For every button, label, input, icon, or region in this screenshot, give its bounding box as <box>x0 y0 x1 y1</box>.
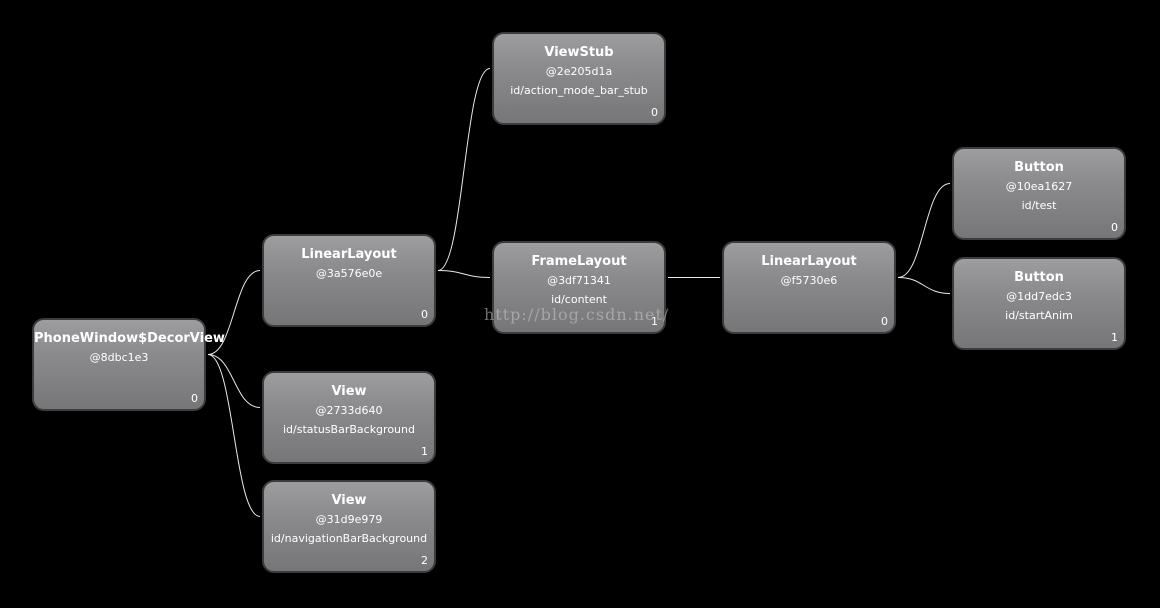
node-hash: @3a576e0e <box>315 267 383 280</box>
node-child-index: 0 <box>1111 221 1118 234</box>
edge-decor-to-statusbar <box>207 354 261 408</box>
node-title: View <box>331 493 367 508</box>
node-child-index: 0 <box>881 315 888 328</box>
node-child-index: 2 <box>421 554 428 567</box>
node-title: Button <box>1014 270 1064 285</box>
node-phonewindow-decorview[interactable]: PhoneWindow$DecorView @8dbc1e3 0 <box>32 318 225 411</box>
node-hash: @f5730e6 <box>780 274 838 287</box>
node-resource-id: id/content <box>551 293 607 306</box>
node-title: PhoneWindow$DecorView <box>34 331 225 346</box>
node-child-index: 1 <box>651 315 658 328</box>
node-resource-id: id/navigationBarBackground <box>270 532 428 545</box>
node-hash: @31d9e979 <box>315 513 383 526</box>
node-view-navigationbar[interactable]: View @31d9e979 id/navigationBarBackground 2 <box>262 480 436 573</box>
node-title: Button <box>1014 160 1064 175</box>
node-child-index: 0 <box>651 106 658 119</box>
node-child-index: 1 <box>421 445 428 458</box>
node-button-test[interactable]: Button @10ea1627 id/test 0 <box>952 147 1126 240</box>
node-framelayout-content[interactable]: FrameLayout @3df71341 id/content 1 <box>492 241 666 334</box>
watermark: http://blog.csdn.net/ <box>484 305 670 324</box>
edge-decor-to-navbar <box>207 354 261 517</box>
node-resource-id: id/statusBarBackground <box>283 423 415 436</box>
node-viewstub[interactable]: ViewStub @2e205d1a id/action_mode_bar_stub… <box>492 32 666 125</box>
node-child-index: 0 <box>421 308 428 321</box>
edge-ll1-to-viewstub <box>437 68 491 271</box>
edge-ll1-to-frame <box>437 270 491 278</box>
node-title: View <box>331 384 367 399</box>
node-child-index: 1 <box>1111 331 1118 344</box>
node-linearlayout-root[interactable]: LinearLayout @3a576e0e 0 <box>262 234 436 327</box>
edge-decor-to-ll1 <box>207 270 261 355</box>
node-title: ViewStub <box>544 45 614 60</box>
node-title: LinearLayout <box>761 254 857 269</box>
node-hash: @2e205d1a <box>545 65 613 78</box>
node-resource-id: id/startAnim <box>1005 309 1073 322</box>
node-linearlayout-inner[interactable]: LinearLayout @f5730e6 0 <box>722 241 896 334</box>
edge-ll2-to-btn1 <box>897 183 951 278</box>
node-hash: @8dbc1e3 <box>89 351 149 364</box>
node-title: LinearLayout <box>301 247 397 262</box>
node-button-startanim[interactable]: Button @1dd7edc3 id/startAnim 1 <box>952 257 1126 350</box>
edge-ll2-to-btn2 <box>897 277 951 294</box>
node-hash: @10ea1627 <box>1005 180 1073 193</box>
node-child-index: 0 <box>191 392 198 405</box>
node-resource-id: id/test <box>1021 199 1057 212</box>
node-hash: @2733d640 <box>315 404 383 417</box>
node-resource-id: id/action_mode_bar_stub <box>510 84 648 97</box>
node-hash: @1dd7edc3 <box>1006 290 1072 303</box>
node-title: FrameLayout <box>531 254 627 269</box>
node-hash: @3df71341 <box>547 274 611 287</box>
node-view-statusbar[interactable]: View @2733d640 id/statusBarBackground 1 <box>262 371 436 464</box>
